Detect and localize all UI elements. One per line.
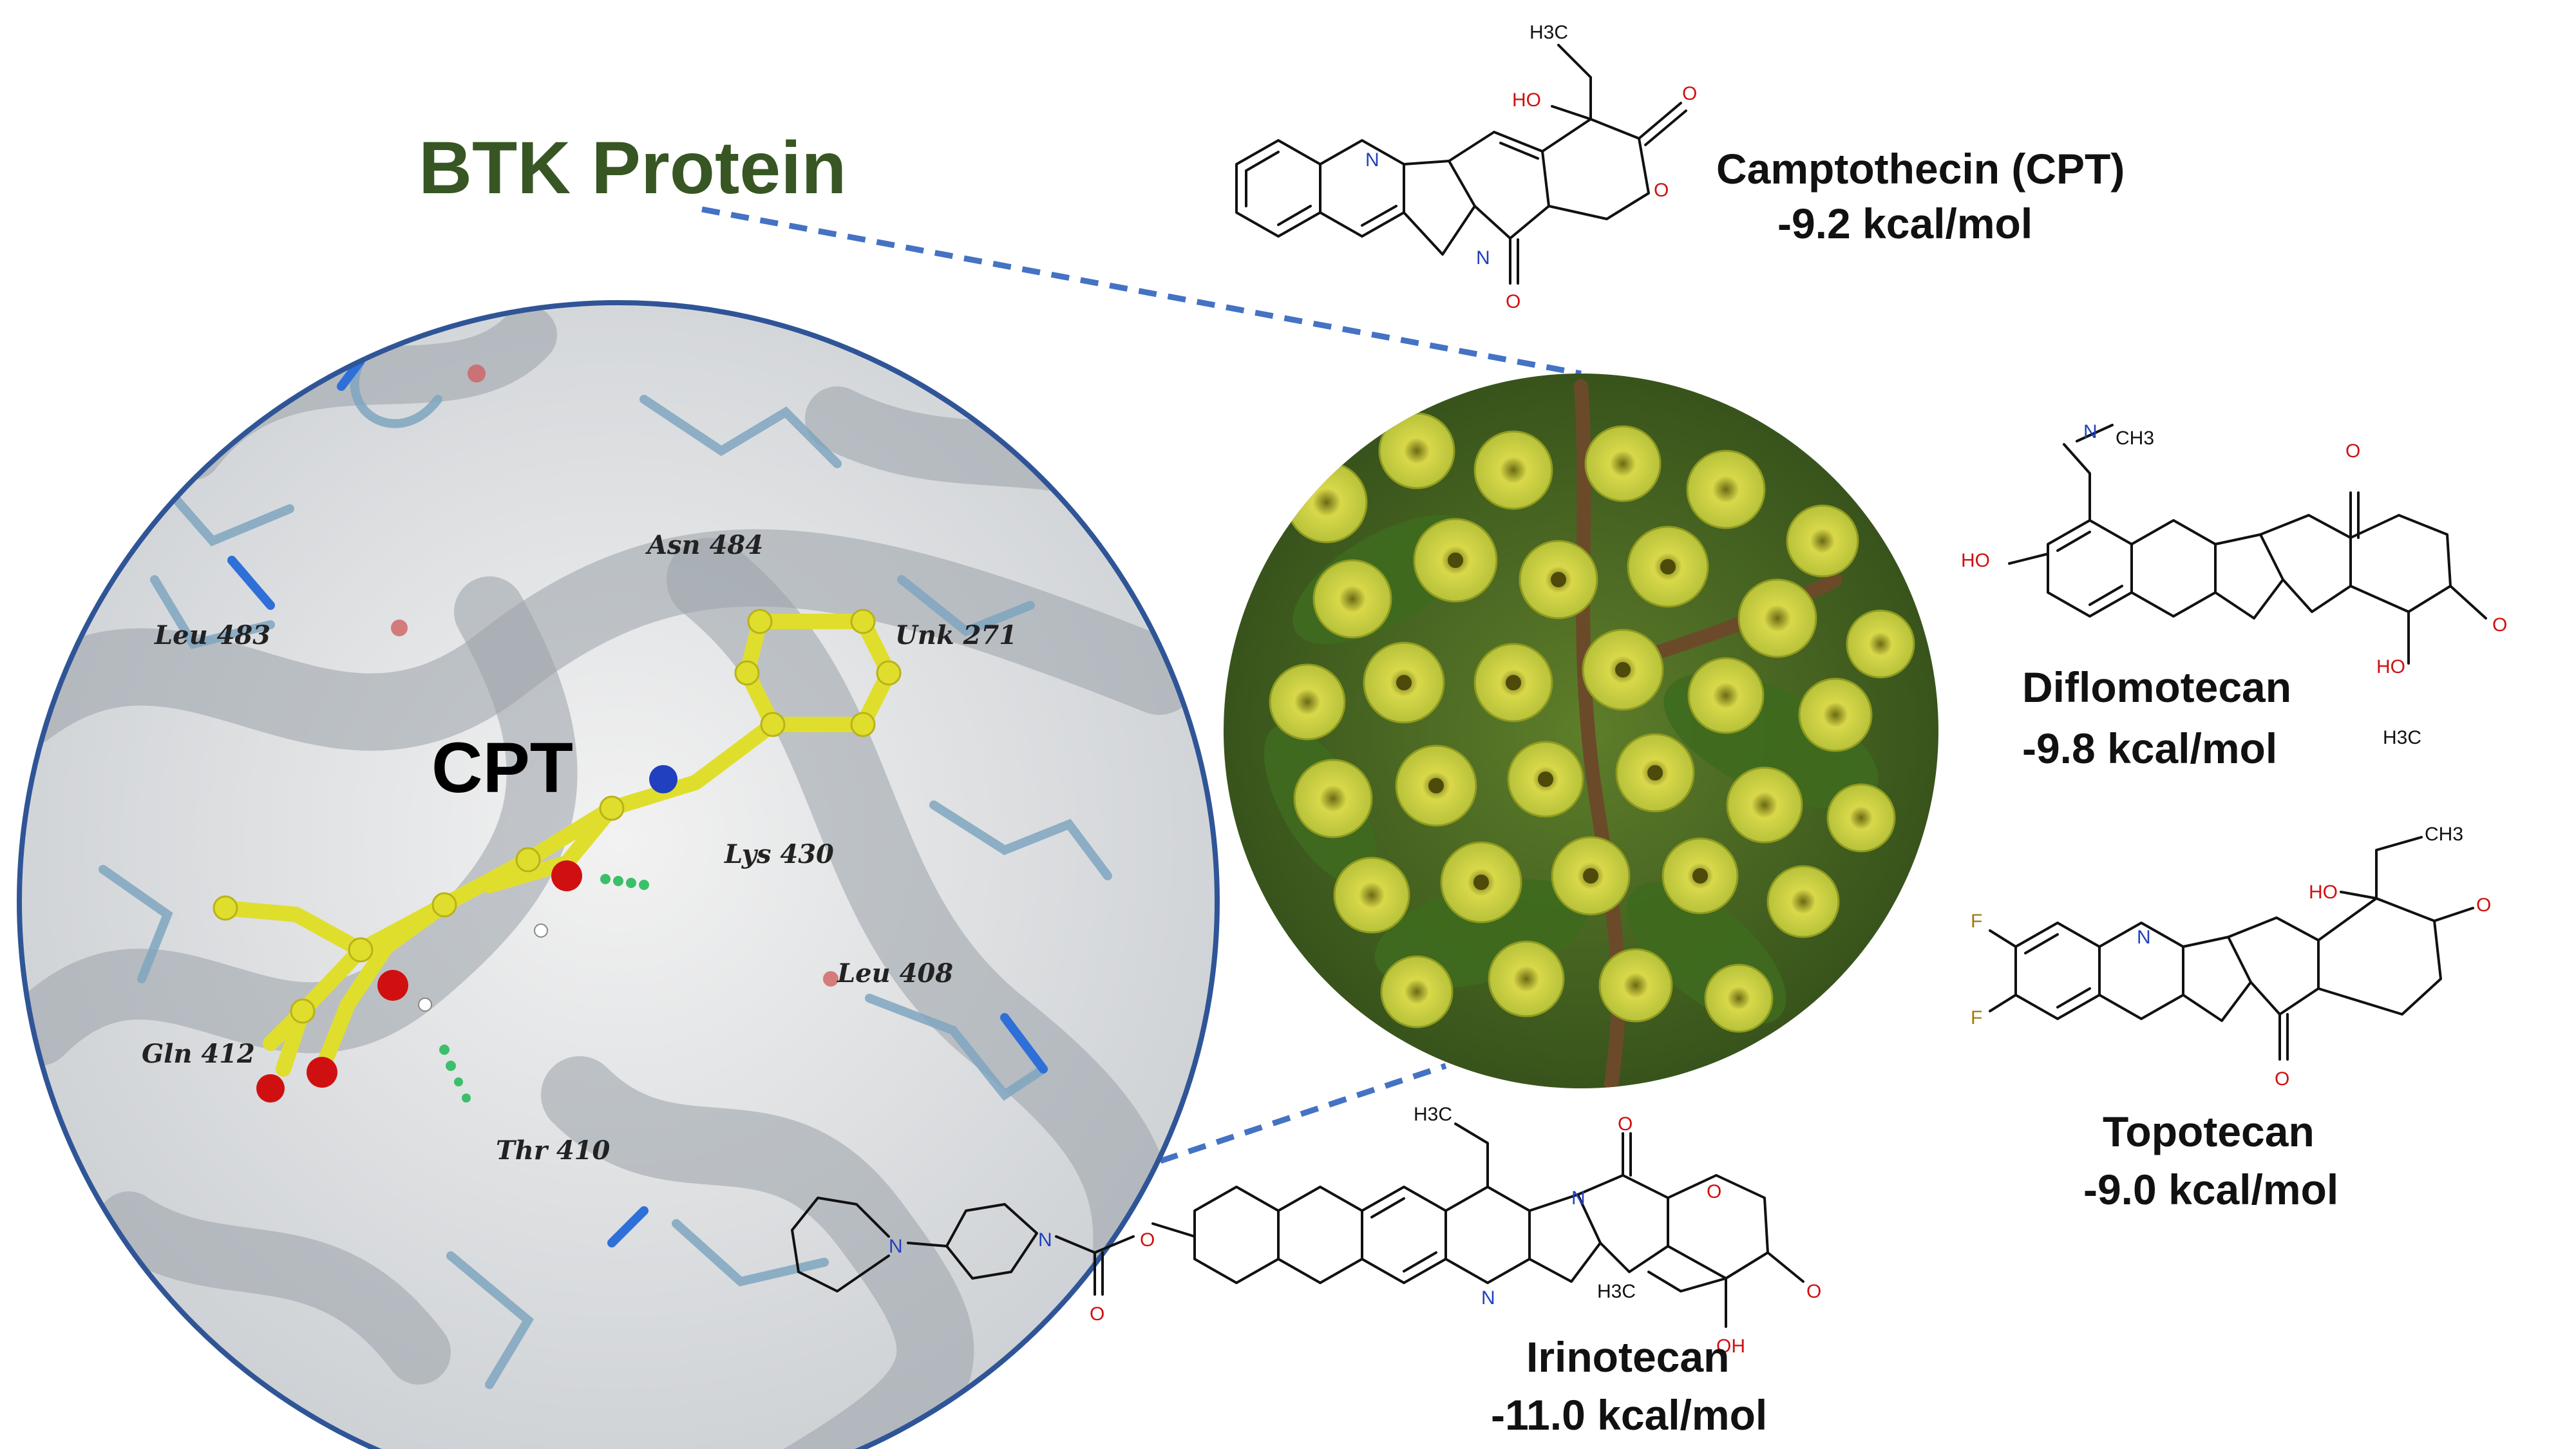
compound-name-irinotecan: Irinotecan <box>1526 1333 1729 1381</box>
atom-ch3-2: CH3 <box>2425 824 2463 845</box>
structure-irinotecan: O O N N N N O O O OH H3C H3C <box>791 1104 1821 1357</box>
cpt-oxygen-atom-2 <box>377 970 408 1001</box>
atom-o-6: O <box>2275 1068 2289 1090</box>
atom-o-11: O <box>1707 1181 1721 1202</box>
structure-topotecan: F F N O O HO CH3 <box>1971 824 2491 1090</box>
compound-energy-topotecan: -9.0 kcal/mol <box>2083 1166 2338 1213</box>
atom-oh-1: OH <box>1716 1336 1745 1357</box>
residue-label-leu483: Leu 483 <box>154 620 270 650</box>
cpt-nitrogen-atom <box>649 765 677 793</box>
atom-o-9: O <box>1090 1303 1104 1325</box>
atom-h3c-2: H3C <box>2383 727 2421 748</box>
atom-o-2: O <box>1682 83 1697 104</box>
atom-ho-1: HO <box>1512 90 1541 111</box>
compound-energy-diflomotecan: -9.8 kcal/mol <box>2022 724 2277 772</box>
atom-o-4: O <box>2345 440 2360 462</box>
atom-h3c-1: H3C <box>1530 22 1568 43</box>
residue-label-unk271: Unk 271 <box>895 620 1017 650</box>
atom-ch3-1: CH3 <box>2116 428 2154 449</box>
residue-label-gln412: Gln 412 <box>142 1039 255 1069</box>
residue-label-thr410: Thr 410 <box>496 1135 611 1166</box>
cpt-oxygen-atom-1 <box>551 860 582 891</box>
atom-f-2: F <box>1971 1007 1982 1028</box>
atom-o-10: O <box>1618 1113 1633 1135</box>
plant-photo <box>1224 374 1938 1088</box>
cpt-oxygen-atom-4 <box>256 1074 285 1103</box>
residue-nitrogens <box>227 356 1048 1247</box>
atom-n-2: N <box>1476 247 1490 269</box>
atom-h3c-4: H3C <box>1414 1104 1452 1125</box>
docking-view: Leu 483 Asn 484 Unk 271 Lys 430 Leu 408 … <box>17 300 1220 1449</box>
hbond-lines <box>439 874 649 1103</box>
compound-name-camptothecin: Camptothecin (CPT) <box>1716 145 2125 193</box>
ligand-label: CPT <box>431 728 573 808</box>
cpt-atoms <box>213 609 902 1024</box>
residue-label-leu408: Leu 408 <box>837 958 953 989</box>
flower-centers <box>1396 553 1708 890</box>
atom-n-8: N <box>1571 1188 1586 1209</box>
atom-o-1: O <box>1506 291 1520 312</box>
atom-o-3: O <box>1654 180 1669 201</box>
atom-h3c-3: H3C <box>1597 1281 1636 1302</box>
residue-label-lys430: Lys 430 <box>724 839 834 869</box>
atom-o-7: O <box>2476 895 2491 916</box>
atom-o-8: O <box>1140 1229 1155 1251</box>
atom-n-5: N <box>1038 1229 1052 1251</box>
atom-n-7: N <box>1481 1287 1495 1309</box>
atom-f-1: F <box>1971 911 1982 932</box>
atom-o-5: O <box>2492 614 2507 636</box>
atom-n-1: N <box>1365 149 1379 171</box>
structure-diflomotecan: N CH3 HO O O HO H3C <box>1961 421 2507 748</box>
structure-camptothecin: N N O O O HO H3C <box>1235 22 1697 312</box>
protein-title: BTK Protein <box>419 127 846 209</box>
cpt-oxygen-atom-3 <box>307 1057 337 1088</box>
atom-o-12: O <box>1806 1281 1821 1302</box>
atom-n-4: N <box>2137 927 2151 948</box>
compound-name-topotecan: Topotecan <box>2103 1108 2315 1155</box>
docking-circle-border <box>17 300 1220 1449</box>
compound-name-diflomotecan: Diflomotecan <box>2022 663 2291 711</box>
atom-n-3: N <box>2083 421 2098 442</box>
atom-ho-4: HO <box>2309 882 2338 903</box>
atom-n-6: N <box>889 1236 903 1257</box>
compound-energy-camptothecin: -9.2 kcal/mol <box>1777 200 2032 247</box>
atom-ho-2: HO <box>1961 550 1990 571</box>
compound-energy-irinotecan: -11.0 kcal/mol <box>1491 1391 1767 1439</box>
residue-sticks <box>73 356 1112 1389</box>
atom-ho-3: HO <box>2376 656 2405 677</box>
residue-label-asn484: Asn 484 <box>645 530 763 560</box>
